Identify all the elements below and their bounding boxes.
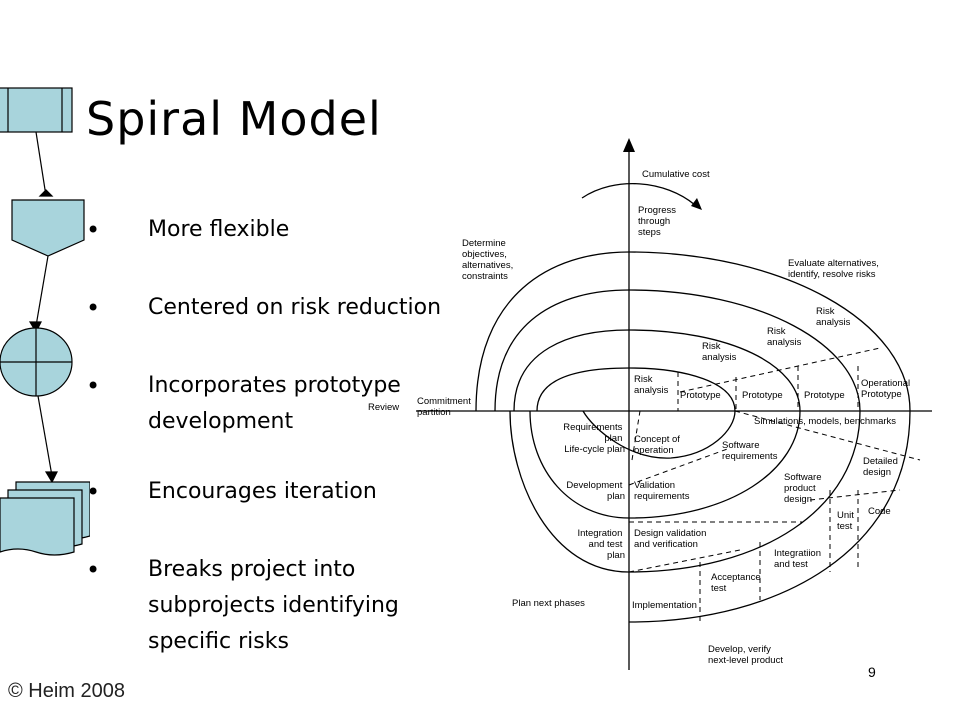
progress-arc-arrow bbox=[581, 183, 696, 206]
spiral-loop-inner bbox=[536, 367, 736, 459]
copyright-text: © Heim 2008 bbox=[8, 680, 126, 702]
label-integration-and-test: Integratiion and test bbox=[774, 548, 824, 570]
label-code: Code bbox=[868, 506, 891, 517]
label-determine-objectives: Determine objectives, alternatives, cons… bbox=[462, 238, 516, 282]
spiral-loop-2 bbox=[513, 329, 801, 519]
label-implementation: Implementation bbox=[632, 600, 697, 611]
spiral-loop-outer bbox=[475, 251, 911, 623]
bullet-text: More flexible bbox=[148, 217, 290, 242]
label-software-product-design: Software product design bbox=[784, 472, 824, 505]
label-risk-analysis-3: Risk analysis bbox=[767, 326, 802, 348]
label-prototype-1: Prototype bbox=[680, 390, 721, 401]
bullet-text: Breaks project into bbox=[148, 557, 356, 582]
bullet-text: Incorporates prototype bbox=[148, 373, 401, 398]
label-risk-analysis-2: Risk analysis bbox=[702, 341, 737, 363]
bullet-item: Breaks project into subprojects identify… bbox=[86, 552, 516, 660]
bullet-text: Encourages iteration bbox=[148, 479, 377, 504]
label-operational-prototype: Operational Prototype bbox=[861, 378, 913, 400]
label-simulations: Simulations, models, benchmarks bbox=[754, 416, 896, 427]
label-detailed-design: Detailed design bbox=[863, 456, 901, 478]
label-develop-verify: Develop, verify next-level product bbox=[708, 644, 783, 666]
label-development-plan: Development plan bbox=[566, 480, 625, 502]
label-plan-next-phases: Plan next phases bbox=[512, 598, 585, 609]
label-risk-analysis-4: Risk analysis bbox=[816, 306, 851, 328]
bullet-item: Encourages iteration bbox=[86, 474, 516, 510]
label-requirements-plan: Requirements plan Life-cycle plan bbox=[563, 422, 625, 455]
bullet-text: development bbox=[148, 409, 294, 434]
label-progress: Progress through steps bbox=[638, 205, 679, 238]
review-label-layer: Review bbox=[368, 402, 399, 413]
flowchart-multidocument bbox=[0, 481, 90, 556]
flowchart-offpage-shape bbox=[11, 199, 85, 257]
label-evaluate-alternatives: Evaluate alternatives, identify, resolve… bbox=[788, 258, 881, 280]
spiral-loop-3 bbox=[494, 289, 861, 573]
label-risk-analysis-1: Risk analysis bbox=[634, 374, 669, 396]
slide-title: Spiral Model bbox=[86, 92, 382, 146]
label-validation-requirements: Validation requirements bbox=[634, 480, 690, 502]
label-concept-of-operation: Concept of operation bbox=[634, 434, 683, 456]
flowchart-process-box bbox=[0, 87, 73, 133]
label-integration-test-plan: Integration and test plan bbox=[577, 528, 625, 561]
label-cumulative-cost: Cumulative cost bbox=[642, 169, 710, 180]
label-review: Review bbox=[368, 402, 399, 413]
bullet-text: subprojects identifying bbox=[148, 593, 399, 618]
page-number: 9 bbox=[868, 664, 876, 680]
bullet-list: More flexible Centered on risk reduction… bbox=[86, 212, 516, 702]
label-software-requirements: Software requirements bbox=[722, 440, 778, 462]
bullet-text: specific risks bbox=[148, 629, 289, 654]
label-unit-test: Unit test bbox=[837, 510, 857, 532]
bullet-item: Incorporates prototype development bbox=[86, 368, 516, 440]
spiral-model-diagram: Cumulative cost Progress through steps D… bbox=[416, 138, 932, 670]
bullet-item: More flexible bbox=[86, 212, 516, 248]
label-commitment-partition: Commitment partition bbox=[417, 396, 473, 418]
flowchart-decoration bbox=[0, 87, 90, 556]
label-prototype-2: Prototype bbox=[742, 390, 783, 401]
label-prototype-3: Prototype bbox=[804, 390, 845, 401]
bullet-text: Centered on risk reduction bbox=[148, 295, 442, 320]
label-acceptance-test: Acceptance test bbox=[711, 572, 763, 594]
bullet-item: Centered on risk reduction bbox=[86, 290, 516, 326]
label-design-validation: Design validation and verification bbox=[634, 528, 709, 550]
